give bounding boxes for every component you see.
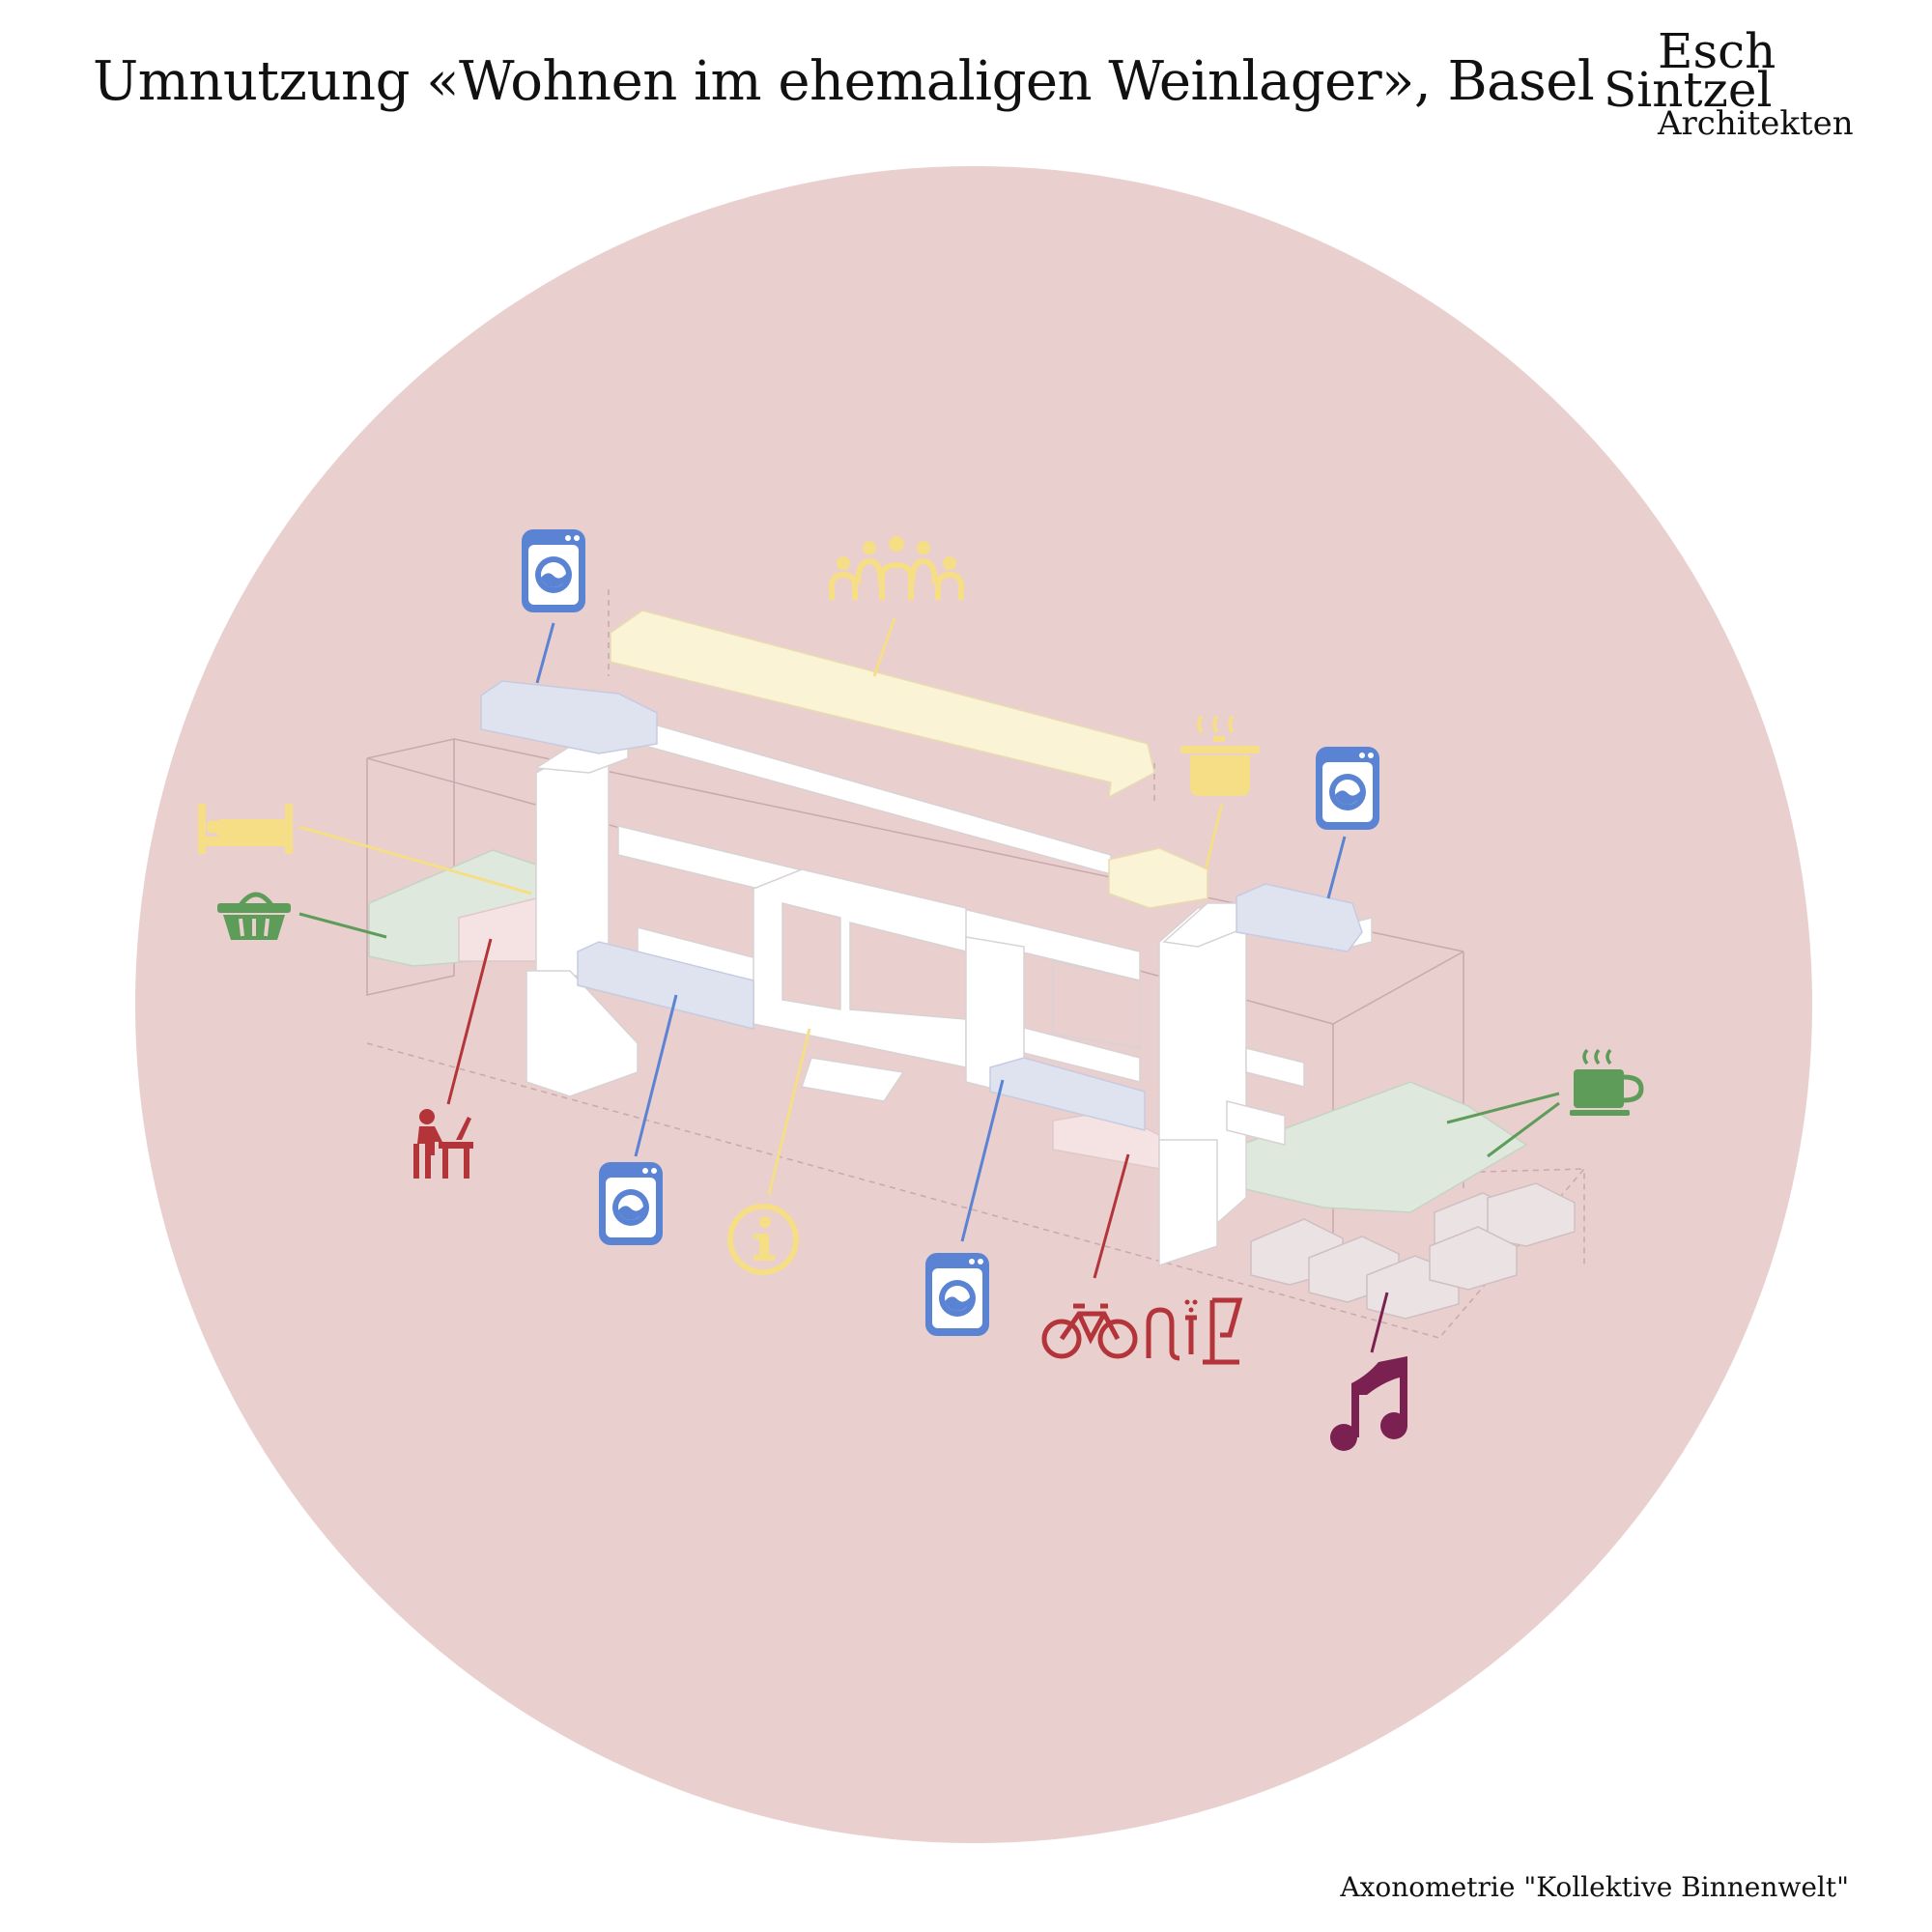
coffee-cup-icon [1570,1048,1644,1116]
bed-icon [198,804,293,854]
blue-zone-top-right [1236,883,1363,952]
logo-line-architekten: Architekten [1658,104,1854,143]
yellow-zone-kitchen [1108,847,1208,909]
information-icon [727,1204,799,1275]
washing-machine-icon [522,529,585,612]
washing-machine-icon [599,1162,663,1245]
page-title: Umnutzung «Wohnen im ehemaligen Weinlage… [93,50,1595,113]
music-note-icon [1330,1356,1407,1451]
upper-zones [480,610,1363,1131]
washing-machine-icon [1316,747,1379,830]
community-people-icon [829,536,964,600]
diagram-caption: Axonometrie "Kollektive Binnenwelt" [1340,1871,1849,1903]
architect-logo: Esch Sintzel Architekten [1604,23,1855,143]
green-zone-cafe [1240,1081,1528,1213]
bicycle-workshop-icon [1041,1297,1243,1365]
blue-zone-mid-right [989,1057,1146,1131]
yellow-zone-common-room [610,610,1155,799]
cooking-pot-icon [1180,715,1260,796]
blue-zone-top-left [480,680,658,754]
logo-line-sintzel: Sintzel [1604,62,1773,118]
desk-work-icon [413,1109,473,1179]
grey-boxes-music [1250,1182,1576,1320]
blue-zone-mid-left [577,941,754,1030]
shopping-basket-icon [217,892,291,940]
leader-lines [298,617,1560,1353]
washing-machine-icon [925,1253,989,1336]
logo-line-esch: Esch [1658,23,1776,79]
